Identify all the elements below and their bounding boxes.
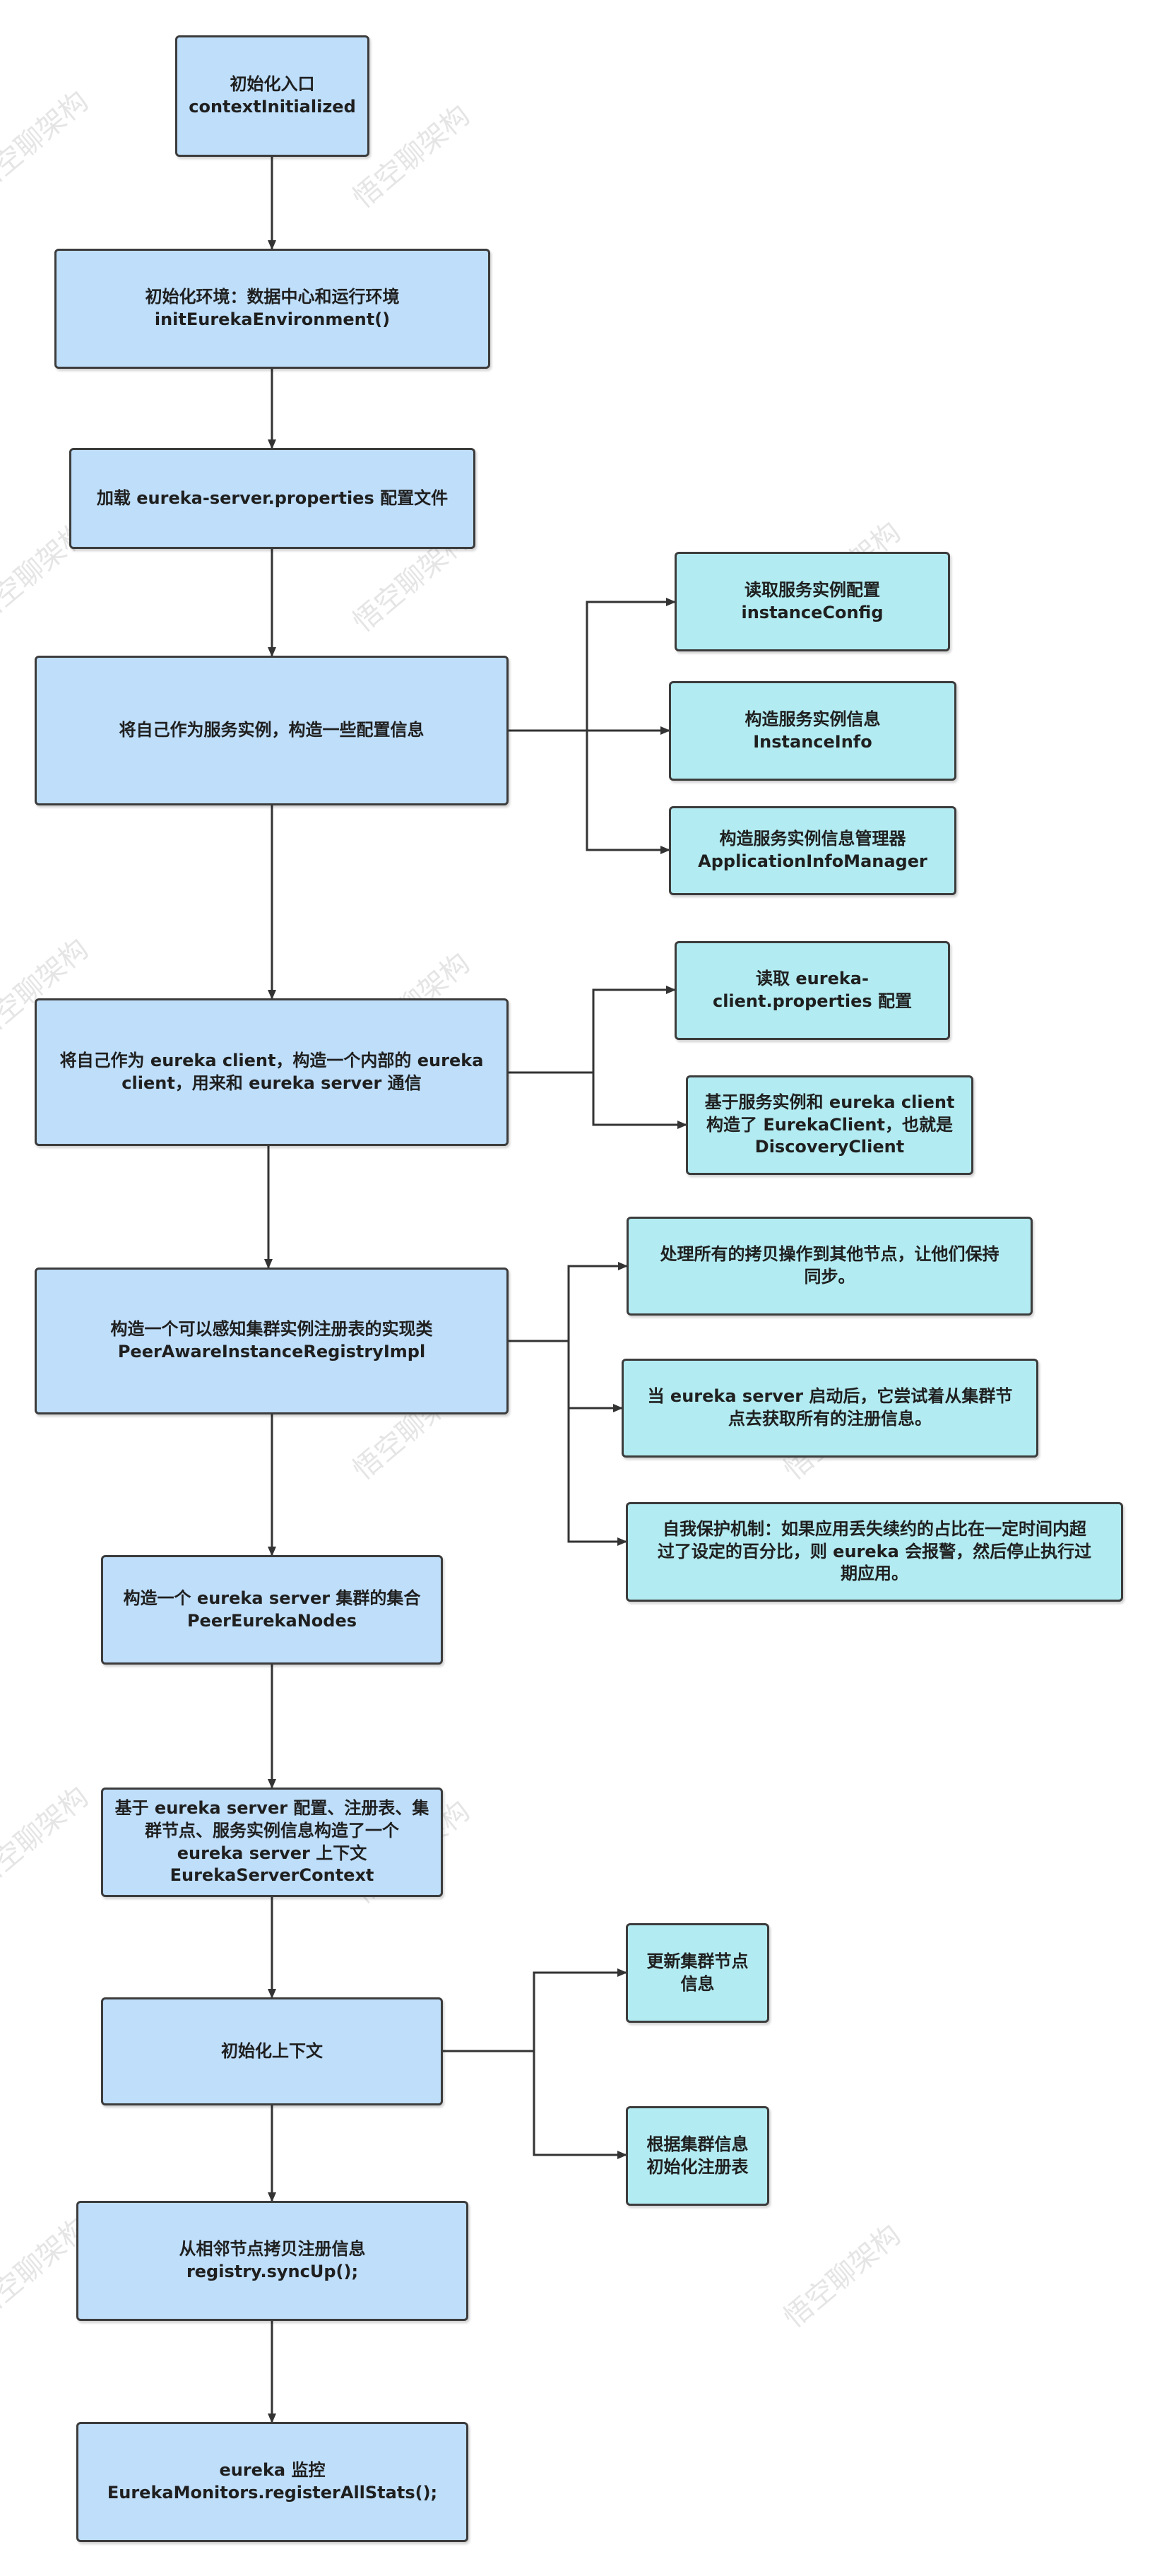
edge-registry-to-self-protect	[567, 1408, 627, 1546]
node-registry-impl: 构造一个可以感知集群实例注册表的实现类 PeerAwareInstanceReg…	[35, 1268, 509, 1414]
node-build-instance-info: 构造服务实例信息 InstanceInfo	[669, 681, 956, 781]
edge-self-instance-to-manager	[586, 731, 670, 854]
node-update-cluster-nodes: 更新集群节点 信息	[626, 1923, 769, 2023]
node-init-environment: 初始化环境：数据中心和运行环境 initEurekaEnvironment()	[54, 249, 490, 369]
node-sync-up: 从相邻节点拷贝注册信息 registry.syncUp();	[76, 2201, 468, 2321]
edge-self-instance-to-read-config	[509, 598, 676, 732]
edge-init-to-update-nodes	[443, 1968, 627, 2052]
node-init-context: 初始化上下文	[101, 1997, 443, 2105]
node-build-eureka-client: 基于服务实例和 eureka client 构造了 EurekaClient，也…	[686, 1075, 973, 1175]
node-self-as-client: 将自己作为 eureka client，构造一个内部的 eureka clien…	[35, 998, 509, 1146]
node-server-context: 基于 eureka server 配置、注册表、集 群节点、服务实例信息构造了一…	[101, 1788, 443, 1897]
edge-self-client-to-build-client	[592, 1073, 687, 1129]
node-entry: 初始化入口 contextInitialized	[175, 35, 369, 157]
node-self-as-instance: 将自己作为服务实例，构造一些配置信息	[35, 656, 509, 805]
node-build-info-manager: 构造服务实例信息管理器 ApplicationInfoManager	[669, 806, 956, 895]
node-self-protection: 自我保护机制：如果应用丢失续约的占比在一定时间内超 过了设定的百分比，则 eur…	[626, 1502, 1123, 1602]
edge-registry-to-copy-ops	[509, 1262, 628, 1342]
node-init-registry: 根据集群信息 初始化注册表	[626, 2106, 769, 2206]
edge-init-to-init-registry	[533, 2051, 627, 2159]
node-monitor: eureka 监控 EurekaMonitors.registerAllStat…	[76, 2422, 468, 2542]
node-fetch-registry: 当 eureka server 启动后，它尝试着从集群节 点去获取所有的注册信息…	[622, 1359, 1038, 1458]
edge-self-client-to-read-props	[509, 986, 676, 1074]
node-read-instance-config: 读取服务实例配置 instanceConfig	[675, 552, 950, 651]
node-load-properties: 加载 eureka-server.properties 配置文件	[69, 448, 475, 549]
node-peer-eureka-nodes: 构造一个 eureka server 集群的集合 PeerEurekaNodes	[101, 1555, 443, 1665]
edge-registry-to-fetch	[567, 1341, 623, 1412]
node-read-client-properties: 读取 eureka- client.properties 配置	[675, 941, 950, 1040]
node-copy-operations: 处理所有的拷贝操作到其他节点，让他们保持 同步。	[627, 1217, 1033, 1316]
